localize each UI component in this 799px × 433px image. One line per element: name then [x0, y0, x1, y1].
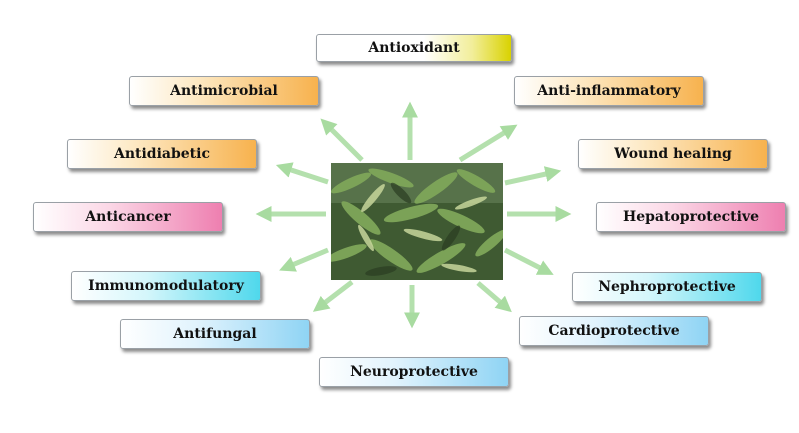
plant-foliage-photo: [331, 163, 503, 280]
anti-inflammatory-box: Anti-inflammatory: [514, 76, 704, 106]
immunomodulatory-box: Immunomodulatory: [71, 271, 261, 301]
arrow-left-upper: [275, 162, 329, 185]
arrow-right-lower: [503, 247, 554, 275]
cardioprotective-box: Cardioprotective: [519, 316, 709, 346]
antifungal-box: Antifungal: [120, 319, 310, 349]
arrow-up-left: [320, 118, 364, 162]
hepatoprotective-box: Hepatoprotective: [596, 202, 786, 232]
arrow-left-lower: [279, 247, 329, 272]
antidiabetic-box: Antidiabetic: [67, 139, 257, 169]
wound-healing-box: Wound healing: [578, 139, 768, 169]
arrow-up-right: [458, 124, 518, 163]
neuroprotective-box: Neuroprotective: [319, 357, 509, 387]
arrow-down-right: [476, 281, 512, 313]
anticancer-box: Anticancer: [33, 202, 223, 232]
antioxidant-box: Antioxidant: [316, 34, 512, 62]
arrow-down-left: [312, 280, 354, 312]
antimicrobial-box: Antimicrobial: [129, 76, 319, 106]
nephroprotective-box: Nephroprotective: [572, 272, 762, 302]
arrow-right-upper: [504, 166, 562, 186]
